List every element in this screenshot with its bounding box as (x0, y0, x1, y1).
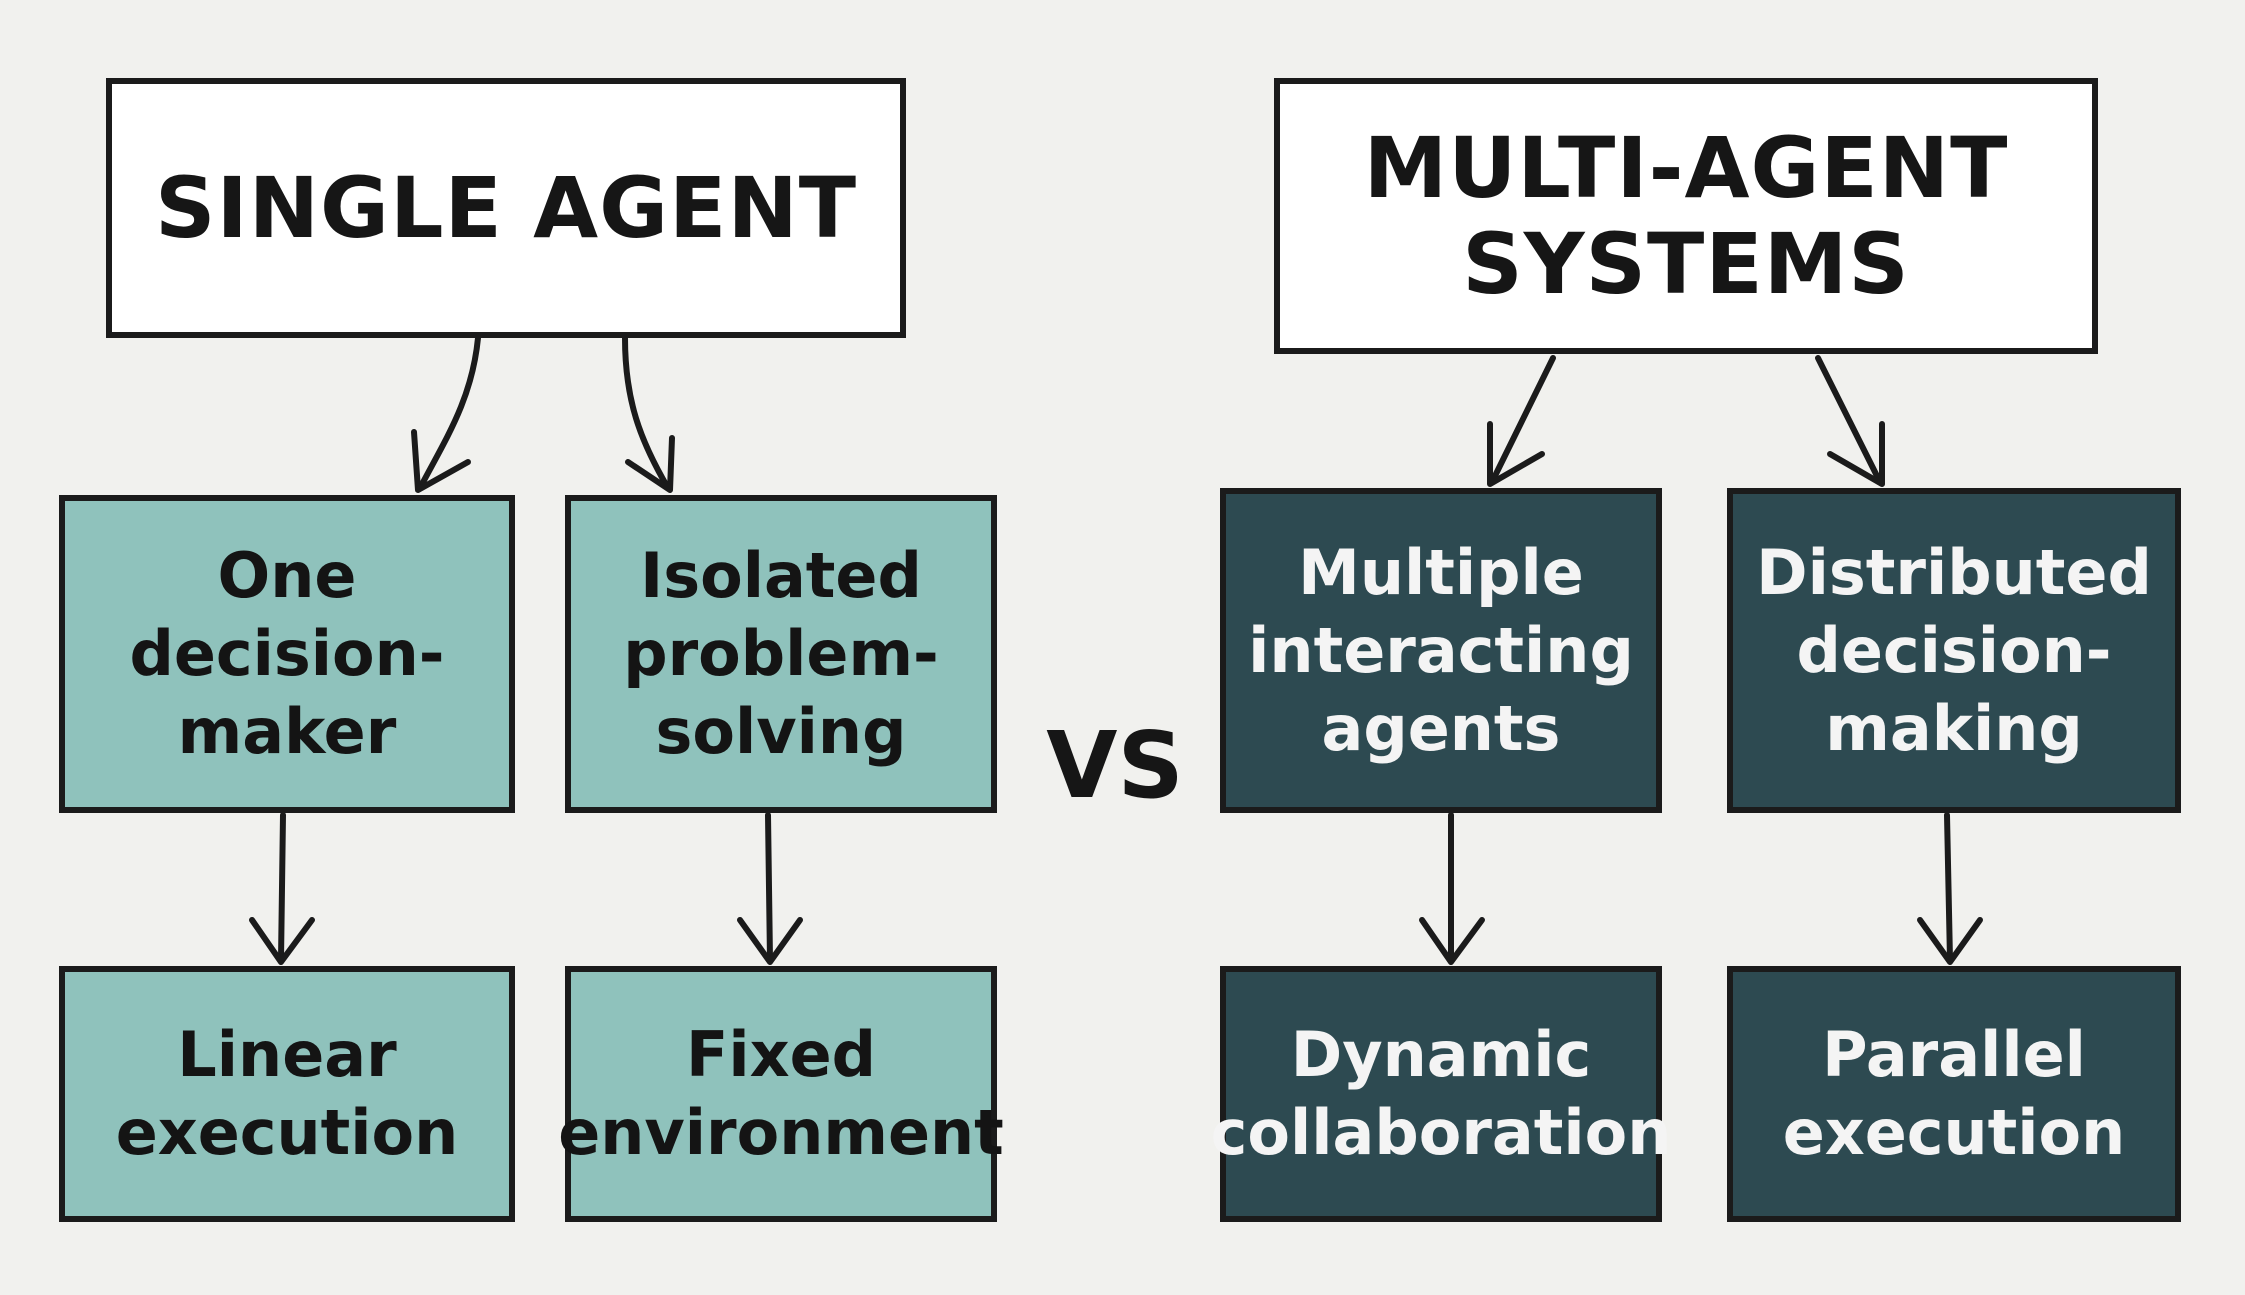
multi-agent-title: MULTI-AGENT SYSTEMS (1274, 78, 2098, 354)
arrow-multi-to-multiple-interacting (1489, 355, 1556, 485)
vs-label: VS (1046, 711, 1184, 819)
single-agent-item-fixed-environment: Fixed environment (558, 966, 1004, 1222)
arrow-head (1827, 421, 1885, 487)
multi-agent-item-multiple-interacting-agents: Multiple interacting agents (1220, 488, 1662, 813)
arrow-head (411, 429, 471, 493)
single-agent-item-one-decision-maker: One decision- maker (59, 495, 515, 813)
arrow-single-to-one-decision-maker (417, 335, 481, 491)
arrow-one-decision-maker-to-linear (278, 812, 286, 963)
arrow-isolated-to-fixed (765, 812, 773, 963)
arrow-distributed-to-parallel (1944, 812, 1953, 963)
multi-agent-item-dynamic-collaboration: Dynamic collaboration (1211, 966, 1671, 1222)
arrow-head (737, 917, 803, 965)
single-agent-item-isolated-problem-solving: Isolated problem- solving (565, 495, 997, 813)
arrow-multi-to-distributed (1815, 355, 1883, 485)
single-agent-item-linear-execution: Linear execution (59, 966, 515, 1222)
arrow-head (1487, 421, 1545, 487)
single-agent-title: SINGLE AGENT (106, 78, 906, 338)
arrow-head (249, 917, 315, 965)
arrow-head (1419, 917, 1485, 965)
multi-agent-item-parallel-execution: Parallel execution (1727, 966, 2181, 1222)
arrow-head (625, 435, 675, 493)
arrow-head (1917, 917, 1983, 965)
multi-agent-item-distributed-decision-making: Distributed decision- making (1727, 488, 2181, 813)
arrow-single-to-isolated (622, 335, 671, 491)
